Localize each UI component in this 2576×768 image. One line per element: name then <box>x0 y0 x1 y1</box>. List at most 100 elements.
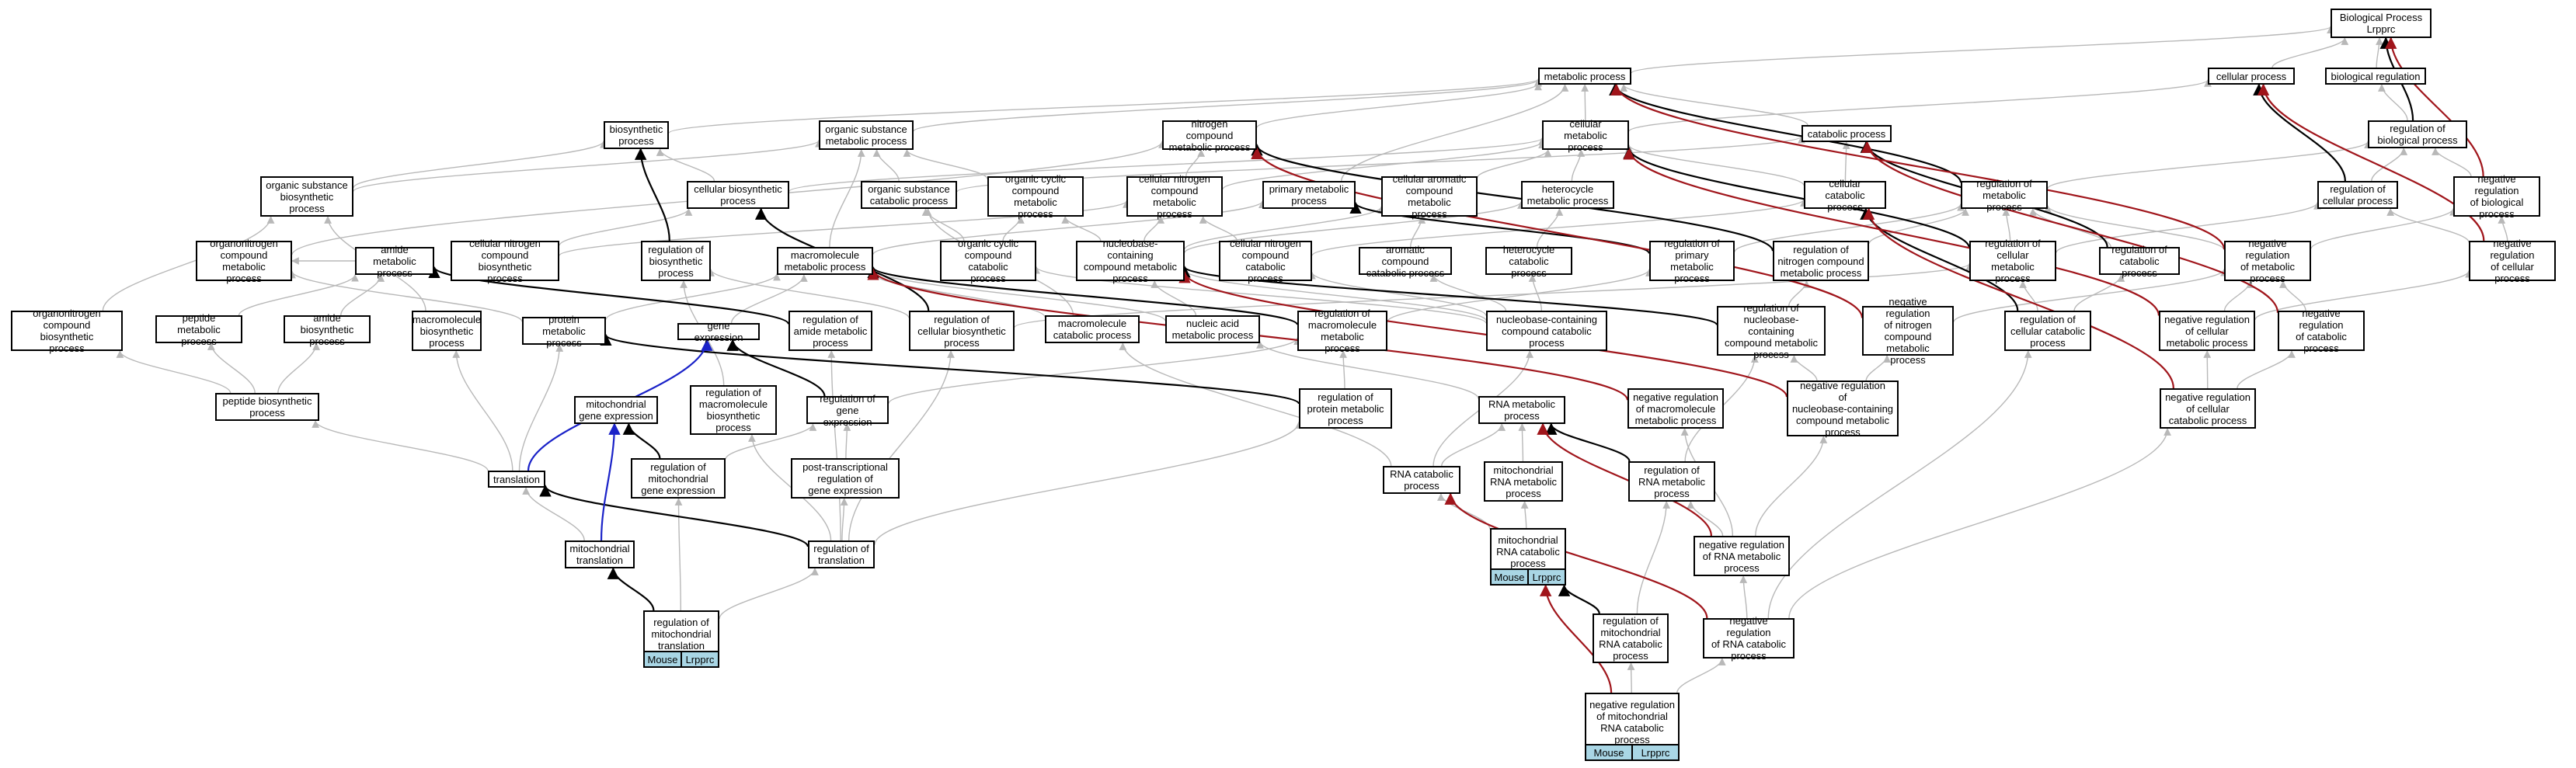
edge-neg-reg-nitro-to-nitrogen-comp-met <box>1251 147 1864 318</box>
go-term-node-amide-bios[interactable]: amide biosynthetic process <box>284 312 371 347</box>
go-term-node-reg-met[interactable]: regulation of metabolic process <box>1961 178 2048 213</box>
go-term-node-hetero-cat[interactable]: heterocycle catabolic process <box>1485 244 1572 279</box>
go-term-node-org-sub-bios[interactable]: organic substance biosynthetic process <box>260 176 353 217</box>
go-term-node-neg-reg-cat[interactable]: negative regulation of catabolic process <box>2278 308 2365 354</box>
go-term-node-macromol-cat[interactable]: macromolecule catabolic process <box>1045 315 1140 343</box>
edge-neg-reg-cellular-to-cellular-process <box>2257 83 2485 242</box>
go-term-node-macromol-met[interactable]: macromolecule metabolic process <box>777 247 873 275</box>
go-term-node-amide-met[interactable]: amide metabolic process <box>355 244 434 279</box>
go-term-node-reg-nitro[interactable]: regulation of nitrogen compound metaboli… <box>1773 241 1869 281</box>
go-term-node-org-cyc-cat[interactable]: organic cyclic compound catabolic proces… <box>940 238 1036 284</box>
edge-reg-mito-translation-to-reg-translation <box>719 568 819 620</box>
edge-reg-cell-met-to-reg-cellular <box>2056 201 2321 253</box>
edge-reg-macromol-met-to-macromol-met <box>867 266 1299 326</box>
go-term-node-cell-cat[interactable]: cellular catabolic process <box>1804 178 1886 213</box>
go-term-node-rna-met[interactable]: RNA metabolic process <box>1478 396 1565 424</box>
edge-org-cyc-cat-to-org-cyc-met <box>1002 216 1025 242</box>
edge-neg-reg-nucleobase-to-reg-nucleobase <box>1790 355 1818 381</box>
edge-translation-to-macromol-bios <box>452 350 513 471</box>
go-term-node-reg-mito-gene[interactable]: regulation of mitochondrial gene express… <box>631 458 726 499</box>
go-term-node-neg-reg-rna-cat[interactable]: negative regulation of RNA catabolic pro… <box>1703 615 1794 662</box>
go-term-node-macromol-bios[interactable]: macromolecule biosynthetic process <box>412 311 482 351</box>
go-term-node-mito-rna-met[interactable]: mitochondrial RNA metabolic process <box>1484 461 1563 502</box>
edge-neg-reg-bio-to-reg-bio <box>2432 148 2472 177</box>
go-term-node-cell-arom-met[interactable]: cellular aromatic compound metabolic pro… <box>1381 173 1478 220</box>
go-term-node-arom-cat[interactable]: aromatic compound catabolic process <box>1359 244 1452 279</box>
go-term-node-reg-cat[interactable]: regulation of catabolic process <box>2099 244 2180 279</box>
go-term-node-neg-reg-cell-cat[interactable]: negative regulation of cellular cataboli… <box>2160 388 2256 429</box>
edge-neg-reg-met-to-neg-reg-bio <box>2310 207 2457 249</box>
go-term-node-reg-primary[interactable]: regulation of primary metabolic process <box>1649 238 1735 284</box>
go-term-node-neg-reg-nucleobase[interactable]: negative regulation of nucleobase-contai… <box>1787 380 1899 438</box>
go-term-node-neg-reg-cellular[interactable]: negative regulation of cellular process <box>2469 238 2556 284</box>
go-term-label: cellular nitrogen compound biosynthetic … <box>469 238 541 284</box>
go-term-node-heterocycle-met[interactable]: heterocycle metabolic process <box>1521 181 1614 209</box>
go-term-node-cellular-process[interactable]: cellular process <box>2208 68 2295 85</box>
go-term-node-reg-gene-expr[interactable]: regulation of gene expression <box>806 393 889 428</box>
go-term-node-reg-cell-cat[interactable]: regulation of cellular catabolic process <box>2004 311 2091 351</box>
go-term-node-orgnitro-met[interactable]: organonitrogen compound metabolic proces… <box>196 238 292 284</box>
go-term-node-peptide-bios[interactable]: peptide biosynthetic process <box>215 393 319 421</box>
go-term-node-neg-reg-cell-met[interactable]: negative regulation of cellular metaboli… <box>2159 311 2255 351</box>
go-term-node-rna-cat[interactable]: RNA catabolic process <box>1383 466 1460 494</box>
go-term-node-biosynthetic[interactable]: biosynthetic process <box>604 121 669 149</box>
go-term-node-bp[interactable]: Biological Process Lrpprc <box>2331 9 2432 38</box>
go-term-node-reg-rna-met[interactable]: regulation of RNA metabolic process <box>1628 461 1715 502</box>
go-term-node-org-cyc-met[interactable]: organic cyclic compound metabolic proces… <box>987 173 1084 220</box>
go-term-node-reg-bios[interactable]: regulation of biosynthetic process <box>641 241 711 281</box>
edge-nucleobase-met-to-cell-arom-met <box>1184 206 1385 250</box>
go-term-node-neg-reg-macromol[interactable]: negative regulation of macromolecule met… <box>1627 388 1724 429</box>
go-term-node-neg-reg-bio[interactable]: negative regulation of biological proces… <box>2453 173 2540 220</box>
go-term-node-cellular-met[interactable]: cellular metabolic process <box>1542 118 1629 153</box>
go-term-node-cell-nitro-met[interactable]: cellular nitrogen compound metabolic pro… <box>1126 173 1223 220</box>
go-term-node-reg-translation[interactable]: regulation of translation <box>808 540 875 568</box>
go-term-label: aromatic compound catabolic process <box>1366 243 1445 279</box>
go-term-node-reg-nucleobase[interactable]: regulation of nucleobase-containing comp… <box>1717 302 1826 360</box>
go-term-node-nucleobase-cat[interactable]: nucleobase-containing compound catabolic… <box>1486 311 1607 351</box>
go-term-node-mito-gene-expr[interactable]: mitochondrial gene expression <box>574 396 658 424</box>
edge-reg-cell-cat-to-reg-cat <box>2073 274 2125 311</box>
go-term-node-reg-macromol-met[interactable]: regulation of macromolecule metabolic pr… <box>1297 308 1387 354</box>
go-term-node-primary-met[interactable]: primary metabolic process <box>1262 181 1356 209</box>
go-term-node-post-trans[interactable]: post-transcriptional regulation of gene … <box>791 458 900 499</box>
go-term-node-nucleobase-met[interactable]: nucleobase-containing compound metabolic… <box>1076 238 1185 284</box>
edge-nucleic-met-to-nucleobase-met <box>1150 280 1197 316</box>
go-term-node-org-sub-cat[interactable]: organic substance catabolic process <box>861 181 957 209</box>
go-term-node-neg-reg-mito-rna-cat[interactable]: negative regulation of mitochondrial RNA… <box>1585 693 1680 761</box>
go-term-node-catabolic[interactable]: catabolic process <box>1801 125 1892 142</box>
go-term-node-reg-cell-met[interactable]: regulation of cellular metabolic process <box>1969 238 2056 284</box>
edge-neg-reg-cat-to-neg-reg-met <box>2279 280 2306 311</box>
go-term-label: regulation of RNA metabolic process <box>1638 464 1705 499</box>
go-term-node-org-sub-met[interactable]: organic substance metabolic process <box>819 120 914 150</box>
go-term-node-peptide-met[interactable]: peptide metabolic process <box>155 312 242 347</box>
go-term-label: amide metabolic process <box>373 243 416 279</box>
go-term-node-nucleic-met[interactable]: nucleic acid metabolic process <box>1165 315 1260 343</box>
go-term-node-reg-protein-met[interactable]: regulation of protein metabolic process <box>1299 388 1392 429</box>
go-term-label: regulation of mitochondrial gene express… <box>641 460 715 496</box>
go-term-node-neg-reg-met[interactable]: negative regulation of metabolic process <box>2224 238 2311 284</box>
go-term-node-reg-bio[interactable]: regulation of biological process <box>2368 120 2467 148</box>
edge-heterocycle-met-to-cellular-met <box>1571 149 1586 182</box>
go-term-node-protein-met[interactable]: protein metabolic process <box>522 314 606 349</box>
go-term-node-reg-mito-rna-cat[interactable]: regulation of mitochondrial RNA cataboli… <box>1593 613 1669 663</box>
go-term-node-cell-nitro-cat[interactable]: cellular nitrogen compound catabolic pro… <box>1219 238 1312 284</box>
go-term-node-nitrogen-comp-met[interactable]: nitrogen compound metabolic process <box>1162 118 1257 153</box>
go-term-node-reg-cellular[interactable]: regulation of cellular process <box>2317 181 2398 209</box>
go-term-node-bio-reg[interactable]: biological regulation <box>2325 68 2426 85</box>
go-term-node-reg-cell-bios[interactable]: regulation of cellular biosynthetic proc… <box>909 311 1015 351</box>
go-term-node-orgnitro-bios[interactable]: organonitrogen compound biosynthetic pro… <box>11 308 123 354</box>
go-term-node-neg-reg-nitro[interactable]: negative regulation of nitrogen compound… <box>1862 296 1954 366</box>
go-term-node-neg-reg-rna-met[interactable]: negative regulation of RNA metabolic pro… <box>1694 536 1790 576</box>
go-term-node-reg-amide[interactable]: regulation of amide metabolic process <box>788 311 872 351</box>
go-term-node-cell-nitro-bios[interactable]: cellular nitrogen compound biosynthetic … <box>451 238 559 284</box>
go-term-node-cellular-bios[interactable]: cellular biosynthetic process <box>687 181 789 209</box>
go-term-node-gene-expr[interactable]: gene expression <box>677 320 760 343</box>
go-term-node-translation[interactable]: translation <box>488 471 545 488</box>
edge-neg-reg-rna-cat-to-rna-cat <box>1444 492 1708 619</box>
go-term-node-reg-macromol-bios[interactable]: regulation of macromolecule biosynthetic… <box>690 385 777 435</box>
go-term-label: protein metabolic process <box>542 313 586 349</box>
go-term-node-mito-translation[interactable]: mitochondrial translation <box>565 540 635 568</box>
go-term-node-metabolic[interactable]: metabolic process <box>1538 68 1631 85</box>
